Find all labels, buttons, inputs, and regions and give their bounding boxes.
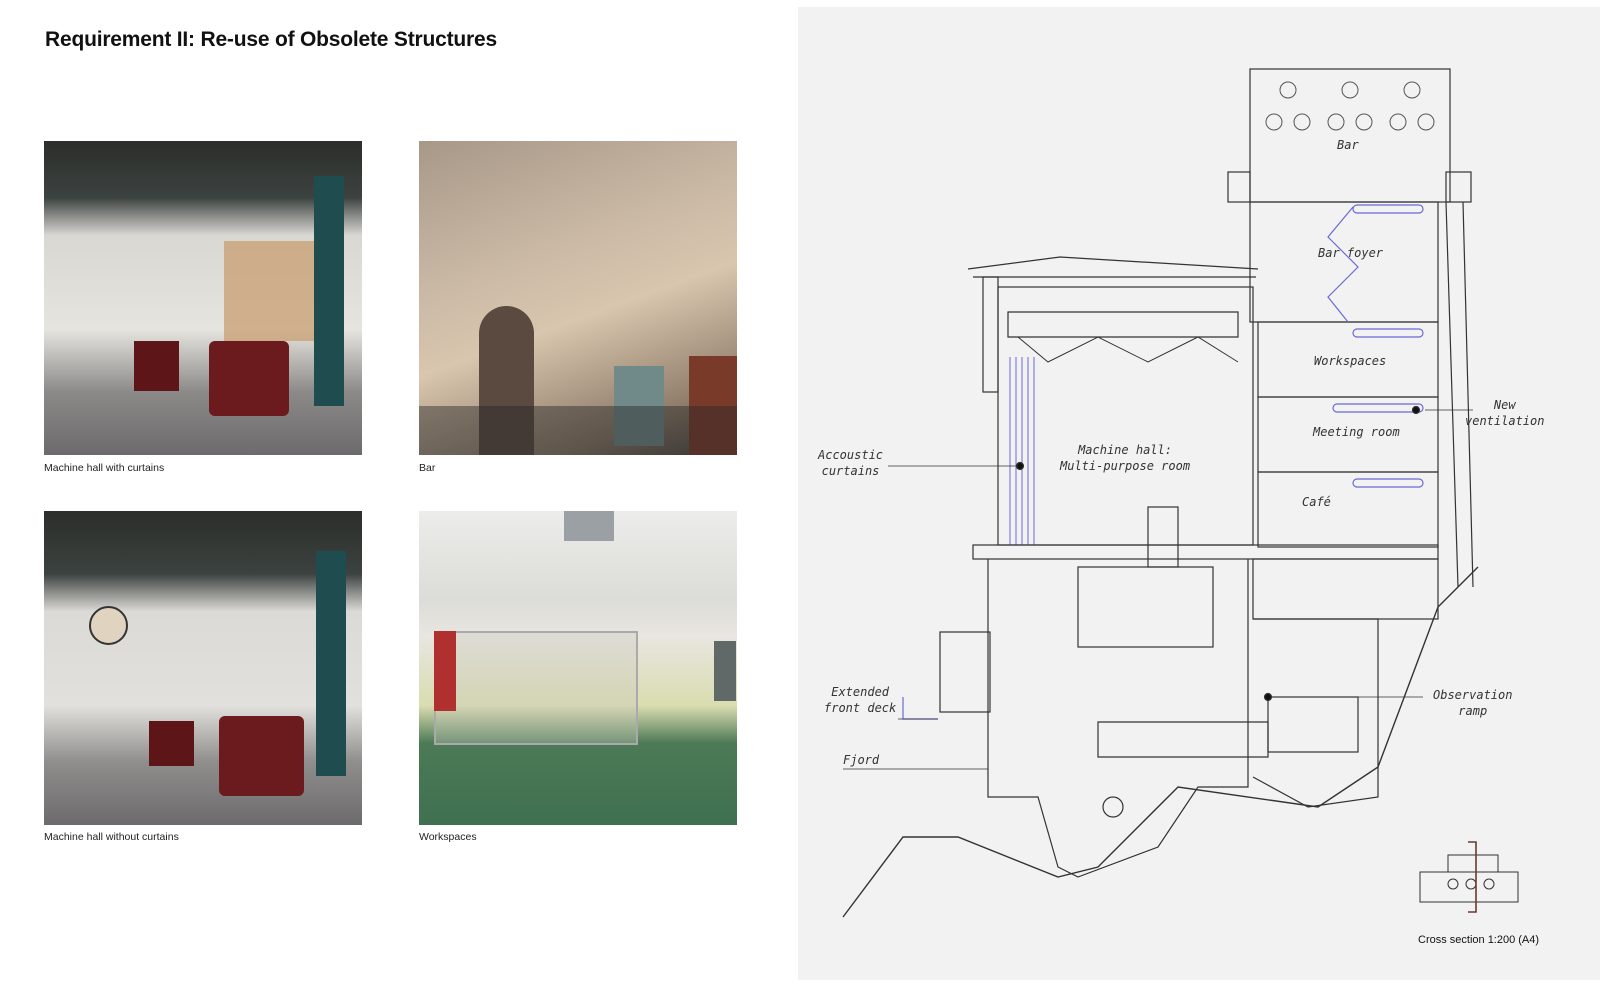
room-label-cafe: Café bbox=[1302, 495, 1331, 509]
section-drawing-panel bbox=[798, 7, 1600, 980]
annotation-line: Extended bbox=[831, 685, 890, 699]
cross-section-drawing bbox=[842, 68, 1519, 918]
annotation-line: ventilation bbox=[1465, 414, 1545, 428]
room-label-bar: Bar bbox=[1337, 138, 1359, 152]
room-label-bar-foyer: Bar foyer bbox=[1318, 246, 1384, 260]
annotation-line: Accoustic bbox=[818, 448, 884, 462]
annotation-accoustic-curtains: Accoustic curtains bbox=[818, 447, 883, 479]
photo-caption: Machine hall with curtains bbox=[44, 462, 165, 474]
annotation-observation-ramp: Observation ramp bbox=[1433, 687, 1512, 719]
room-label-meeting-room: Meeting room bbox=[1313, 425, 1400, 439]
photo-caption: Bar bbox=[419, 462, 436, 474]
annotation-line: front deck bbox=[824, 701, 897, 715]
machine-hall-line2: Multi-purpose room bbox=[1060, 459, 1191, 473]
annotation-fjord: Fjord bbox=[843, 753, 880, 767]
scale-label: Cross section 1:200 (A4) bbox=[1418, 934, 1540, 946]
photo-workspaces bbox=[419, 511, 737, 825]
annotation-new-ventilation: New ventilation bbox=[1465, 397, 1544, 429]
annotation-line: curtains bbox=[821, 464, 880, 478]
photo-bar bbox=[419, 141, 737, 455]
photo-caption: Workspaces bbox=[419, 831, 477, 843]
page-title: Requirement II: Re-use of Obsolete Struc… bbox=[45, 28, 497, 51]
photo-machine-hall-no-curtains bbox=[44, 511, 362, 825]
room-label-machine-hall: Machine hall: Multi-purpose room bbox=[1060, 442, 1190, 474]
annotation-extended-front-deck: Extended front deck bbox=[824, 684, 896, 716]
annotation-line: ramp bbox=[1458, 704, 1488, 718]
annotation-line: New bbox=[1493, 398, 1516, 412]
photo-machine-hall-curtains bbox=[44, 141, 362, 455]
annotation-line: Observation bbox=[1433, 688, 1513, 702]
room-label-workspaces: Workspaces bbox=[1314, 354, 1387, 368]
machine-hall-line1: Machine hall: bbox=[1078, 443, 1172, 457]
photo-caption: Machine hall without curtains bbox=[44, 831, 179, 843]
